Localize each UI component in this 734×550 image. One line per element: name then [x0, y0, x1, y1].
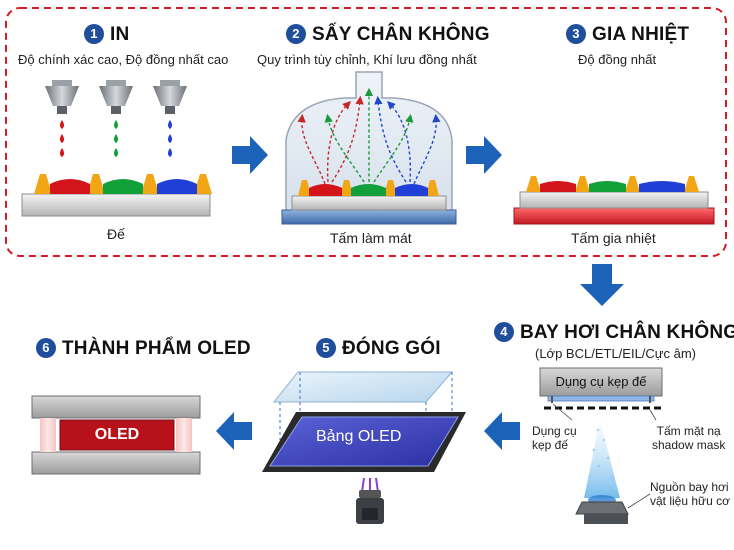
- step-5-title: 5 ĐÓNG GÓI: [316, 338, 441, 360]
- airflow-arrows: [297, 87, 441, 185]
- evaporation-source-label-line-2: vật liệu hữu cơ: [650, 494, 730, 508]
- step-6-title-text: THÀNH PHẨM OLED: [62, 338, 251, 359]
- step-4-title-text: BAY HƠI CHÂN KHÔNG: [520, 322, 734, 343]
- step-2-number: 2: [286, 24, 306, 44]
- clamp-label: Dụng cụ kẹp đế: [532, 424, 577, 452]
- step-1-caption: Đế: [107, 226, 125, 242]
- printed-substrate: [21, 174, 212, 217]
- step-2-title-text: SẤY CHÂN KHÔNG: [312, 24, 490, 45]
- arrow-2-to-3: [466, 136, 502, 174]
- dashed-frame: [5, 7, 727, 257]
- encapsulation-stack: [262, 371, 466, 524]
- step-6-number: 6: [36, 338, 56, 358]
- evaporation-setup: [539, 367, 664, 524]
- inkjet-nozzles: [45, 80, 187, 114]
- step-1-number: 1: [84, 24, 104, 44]
- arrow-3-to-4: [580, 264, 624, 306]
- step-3-subtitle: Độ đồng nhất: [578, 52, 657, 67]
- shadow-mask-label: Tấm mặt nạ shadow mask: [652, 424, 725, 452]
- arrow-1-to-2: [232, 136, 268, 174]
- shadow-mask-label-line-1: Tấm mặt nạ: [656, 424, 721, 438]
- uv-lamp: [356, 477, 384, 524]
- arrow-4-to-5: [484, 412, 520, 450]
- evaporation-source-label-line-1: Nguồn bay hơi: [650, 480, 729, 494]
- step-1-subtitle: Độ chính xác cao, Độ đồng nhất cao: [18, 52, 229, 67]
- step-2-subtitle: Quy trình tùy chỉnh, Khí lưu đồng nhất: [257, 52, 477, 67]
- step-2-caption: Tấm làm mát: [330, 230, 412, 246]
- step-5-number: 5: [316, 338, 336, 358]
- shadow-mask-label-line-2: shadow mask: [652, 438, 726, 452]
- oled-panel-label: Bảng OLED: [316, 428, 402, 445]
- heating-stack: [513, 176, 715, 225]
- step-6-title: 6 THÀNH PHẨM OLED: [36, 338, 251, 360]
- step-3-title: 3 GIA NHIỆT: [566, 24, 689, 46]
- step-3-title-text: GIA NHIỆT: [592, 24, 690, 45]
- step-4-title: 4 BAY HƠI CHÂN KHÔNG: [494, 322, 734, 344]
- clamp-label-line-1: Dụng cụ: [532, 424, 577, 438]
- evaporation-source-label: Nguồn bay hơi vật liệu hữu cơ: [650, 480, 730, 508]
- arrow-5-to-6: [216, 412, 252, 450]
- ink-droplets: [60, 120, 172, 157]
- step-1-title: 1 IN: [84, 24, 129, 46]
- step-3-caption: Tấm gia nhiệt: [571, 230, 656, 246]
- substrate-holder-label: Dụng cụ kẹp đế: [555, 374, 647, 389]
- step-4-number: 4: [494, 322, 514, 342]
- finished-oled-stack: [31, 395, 201, 475]
- step-5-title-text: ĐÓNG GÓI: [342, 338, 441, 359]
- step-3-number: 3: [566, 24, 586, 44]
- step-1-title-text: IN: [110, 24, 130, 45]
- step-2-title: 2 SẤY CHÂN KHÔNG: [286, 24, 490, 46]
- oled-product-label: OLED: [94, 426, 140, 443]
- step-4-subtitle: (Lớp BCL/ETL/EIL/Cực âm): [535, 346, 696, 361]
- clamp-label-line-2: kẹp đế: [532, 438, 569, 452]
